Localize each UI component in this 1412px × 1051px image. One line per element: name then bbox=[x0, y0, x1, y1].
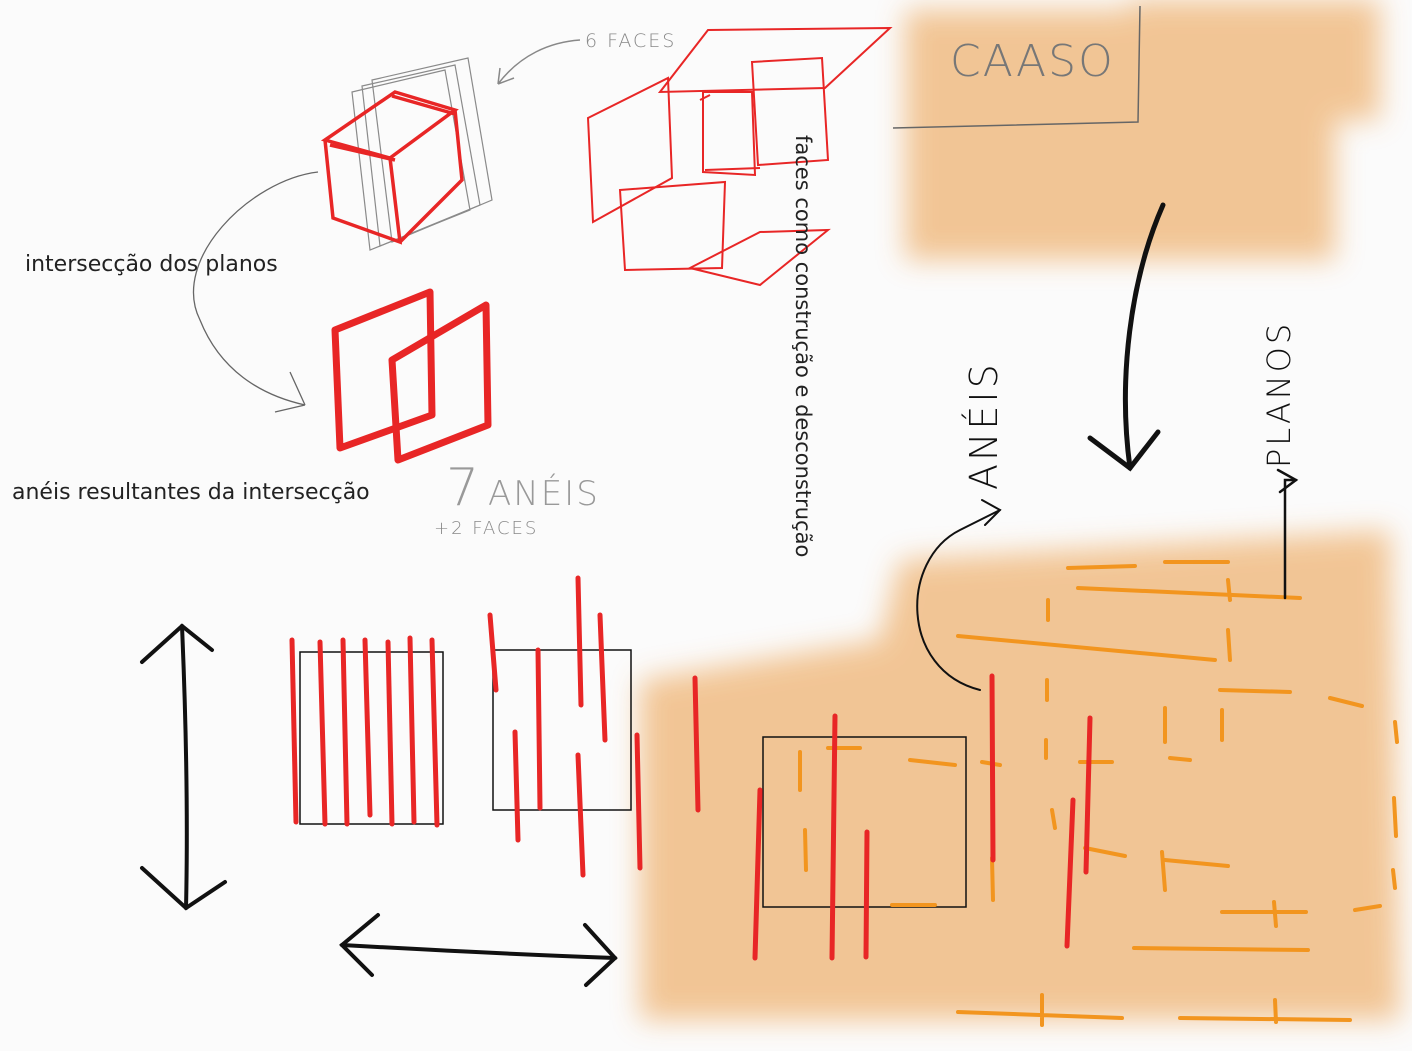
double-arrow-horizontal-icon bbox=[339, 913, 618, 987]
cube-with-planes-sketch bbox=[320, 57, 493, 251]
aneis-big-label: ANÉIS bbox=[962, 361, 1006, 490]
exploded-faces-sketch bbox=[586, 26, 893, 287]
arrow-right-icon bbox=[1276, 468, 1299, 600]
six-faces-arrow-icon bbox=[497, 39, 581, 85]
arrow-to-aneis-icon bbox=[916, 499, 1002, 691]
planos-label: PLANOS bbox=[1260, 320, 1298, 468]
seven-count: 7 bbox=[446, 458, 482, 518]
intersecting-rings-sketch bbox=[331, 288, 492, 464]
striped-square-broken bbox=[487, 575, 701, 878]
intersection-label: intersecção dos planos bbox=[25, 252, 278, 277]
arrow-down-icon bbox=[1087, 202, 1166, 472]
rings-result-label: anéis resultantes da intersecção bbox=[12, 480, 370, 505]
planes-composition bbox=[752, 560, 1399, 1027]
vertical-caption: faces como construção e desconstrução bbox=[791, 135, 815, 558]
aneis-small-label: ANÉIS bbox=[488, 474, 600, 514]
caaso-label: CAASO bbox=[950, 36, 1115, 87]
curved-arrow-icon bbox=[193, 171, 319, 413]
six-faces-label: 6 FACES bbox=[585, 30, 677, 52]
orange-wash bbox=[640, 0, 1400, 1020]
double-arrow-vertical-icon bbox=[140, 623, 227, 911]
caaso-box bbox=[892, 5, 1141, 129]
striped-square-full bbox=[289, 635, 444, 828]
plus-two-faces-label: +2 FACES bbox=[434, 518, 539, 539]
